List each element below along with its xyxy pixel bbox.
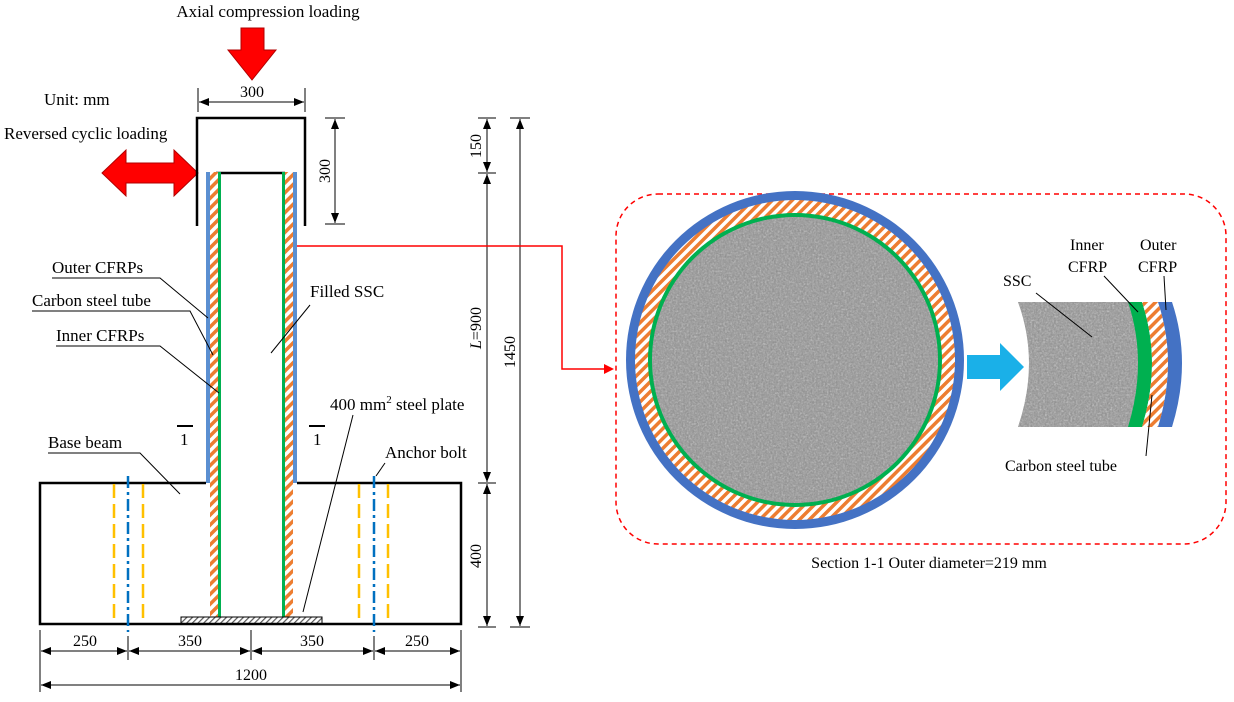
inner-cfrp-label-1: Inner [1070, 237, 1104, 254]
cap-height-dimension [325, 117, 345, 225]
anchor-bolt-right [357, 476, 390, 632]
column-left-wall [206, 172, 221, 618]
section-detail-segment [1018, 302, 1182, 427]
dim-150-value: 150 [468, 134, 485, 158]
dim-350-left-value: 350 [178, 633, 202, 650]
unit-label: Unit: mm [44, 90, 110, 109]
axial-loading-label: Axial compression loading [176, 2, 360, 21]
dim-350-right-value: 350 [300, 633, 324, 650]
horizontal-dimensions [39, 630, 462, 692]
steel-plate-label: 400 mm2 steel plate [330, 394, 464, 414]
section-mark-right-label: 1 [313, 430, 322, 449]
top-width-dimension [197, 88, 306, 112]
section-leader-lines [1035, 275, 1167, 457]
cyclic-loading-arrow [101, 148, 199, 198]
outer-cfrps-label: Outer CFRPs [52, 258, 143, 277]
outer-cfrp-label-1: Outer [1140, 237, 1177, 254]
dim-1200-value: 1200 [235, 667, 267, 684]
dim-length-value: L=900 [468, 307, 485, 350]
cyclic-loading-label: Reversed cyclic loading [4, 124, 168, 143]
axial-loading-arrow [226, 27, 278, 81]
inner-cfrps-label: Inner CFRPs [56, 326, 144, 345]
leader-lines [32, 277, 386, 613]
filled-ssc-label: Filled SSC [310, 282, 384, 301]
dim-250-left-value: 250 [73, 633, 97, 650]
top-width-value: 300 [240, 84, 264, 101]
dim-1450-value: 1450 [502, 336, 519, 368]
anchor-bolt-left [112, 476, 145, 632]
base-beam [38, 481, 463, 626]
inner-cfrp-label-2: CFRP [1068, 259, 1107, 276]
zoom-arrow [967, 343, 1024, 391]
section-caption: Section 1-1 Outer diameter=219 mm [811, 555, 1047, 572]
loading-cap [195, 116, 307, 226]
anchor-bolt-label: Anchor bolt [385, 443, 467, 462]
carbon-steel-tube-label: Carbon steel tube [32, 291, 151, 310]
section-panel-border [615, 193, 1227, 545]
vertical-dimensions [478, 117, 530, 628]
section-steel-tube-label: Carbon steel tube [1005, 458, 1117, 475]
ssc-label: SSC [1003, 273, 1031, 290]
cross-section-circle [626, 191, 964, 529]
column-right-wall [282, 172, 297, 618]
dim-400-value: 400 [468, 544, 485, 568]
section-mark-left-label: 1 [180, 430, 189, 449]
base-beam-label: Base beam [48, 433, 122, 452]
section-callout-connector [297, 245, 614, 374]
dim-250-right-value: 250 [405, 633, 429, 650]
cap-height-value: 300 [317, 159, 334, 183]
outer-cfrp-label-2: CFRP [1138, 259, 1177, 276]
